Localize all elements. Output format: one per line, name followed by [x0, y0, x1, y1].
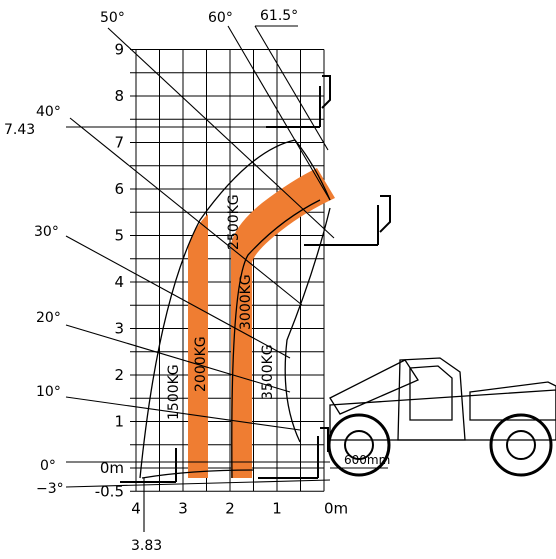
vehicle-front-wheel-hub [344, 430, 374, 460]
angle-line-10 [65, 396, 301, 431]
envelope-mid [231, 199, 321, 479]
grid [130, 49, 325, 492]
vehicle-rear-wheel-hub [506, 430, 536, 460]
y-tick-label: 6 [114, 180, 124, 198]
load-zone-label: 3000KG [238, 274, 254, 330]
y-tick-label: 1 [114, 413, 124, 431]
x-tick-label: 3 [178, 499, 188, 517]
offset-label: 600mm [344, 453, 390, 467]
envelope-curves [139, 139, 331, 479]
fork-top [266, 75, 331, 128]
vehicle-body [329, 389, 556, 441]
y-tick-label: 0m [100, 459, 124, 477]
angle-line-30 [65, 235, 291, 359]
max-height-label: 7.43 [4, 122, 35, 138]
y-tick-label: -0.5 [95, 482, 124, 500]
fork-bottom [120, 427, 329, 483]
vehicle-cab [397, 357, 466, 441]
envelope-outer [139, 139, 331, 479]
x-tick-label: 2 [225, 499, 235, 517]
y-tick-label: 7 [114, 134, 124, 152]
vehicle-cab-window [409, 365, 453, 421]
boom-angle-label: 40° [36, 104, 61, 120]
x-tick-label: 4 [131, 499, 141, 517]
boom-angle-label: 0° [40, 458, 56, 474]
y-tick-label: 4 [114, 273, 124, 291]
load-band-2000kg [188, 214, 208, 478]
envelope-base [141, 469, 255, 479]
angle-line-60 [227, 25, 331, 201]
angle-line-minus-3 [65, 479, 331, 488]
fork-positions [120, 75, 391, 483]
load-zone-label: 3500KG [260, 344, 276, 400]
y-tick-label: 8 [114, 87, 124, 105]
angle-line-20 [65, 324, 291, 393]
telehandler-vehicle [327, 357, 556, 477]
y-tick-label: 9 [114, 41, 124, 59]
x-tick-label: 0m [324, 499, 348, 517]
load-bands [188, 168, 335, 478]
load-zone-label: 2000KG [193, 336, 209, 392]
max-reach-label: 3.83 [131, 538, 162, 554]
load-zone-label: 1500KG [166, 364, 182, 420]
y-tick-label: 5 [114, 227, 124, 245]
vehicle-engine-cover [469, 381, 556, 421]
vehicle-rear-wheel [489, 413, 553, 477]
boom-angle-label: 30° [34, 224, 59, 240]
vehicle-front-wheel [327, 413, 391, 477]
y-tick-label: 2 [114, 366, 124, 384]
envelope-inner [284, 207, 331, 443]
angle-line-40 [69, 117, 303, 306]
labels: 9 8 7 6 5 4 3 2 1 0m -0.5 4 3 2 1 0m 61.5° 60° 50° 40° 30° 20… [4, 8, 390, 554]
boom-angle-label: −3° [36, 481, 64, 497]
boom-angle-label: 50° [100, 10, 125, 26]
boom-angle-label: 10° [36, 384, 61, 400]
x-tick-label: 1 [272, 499, 282, 517]
boom-angle-label: 61.5° [260, 8, 298, 24]
angle-line-61-5 [254, 25, 329, 151]
fork-mid [304, 195, 391, 246]
y-tick-label: 3 [114, 320, 124, 338]
boom-angle-label: 60° [208, 10, 233, 26]
boom-angle-label: 20° [36, 310, 61, 326]
angle-line-50 [107, 27, 335, 239]
vehicle-boom [329, 359, 419, 415]
load-zone-label: 2500KG [226, 194, 242, 250]
